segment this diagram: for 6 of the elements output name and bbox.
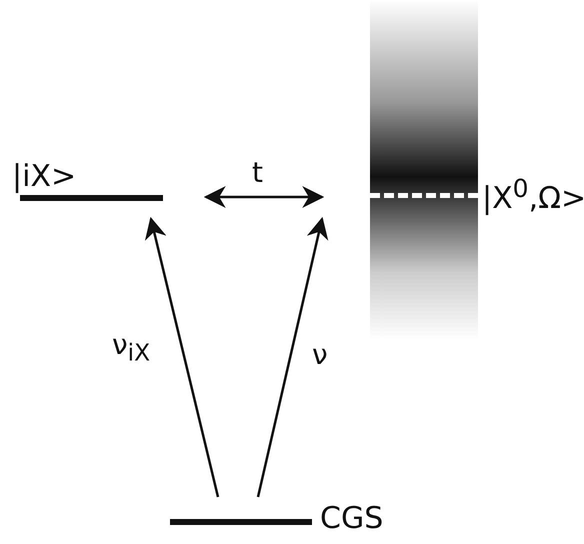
state-label: CGS bbox=[320, 502, 384, 536]
state-label: |iX> bbox=[12, 160, 76, 194]
state-label: |X$^{0}$,Ω> bbox=[482, 173, 584, 216]
arrow bbox=[144, 216, 220, 498]
arrow bbox=[256, 216, 328, 498]
arrow bbox=[204, 186, 324, 208]
